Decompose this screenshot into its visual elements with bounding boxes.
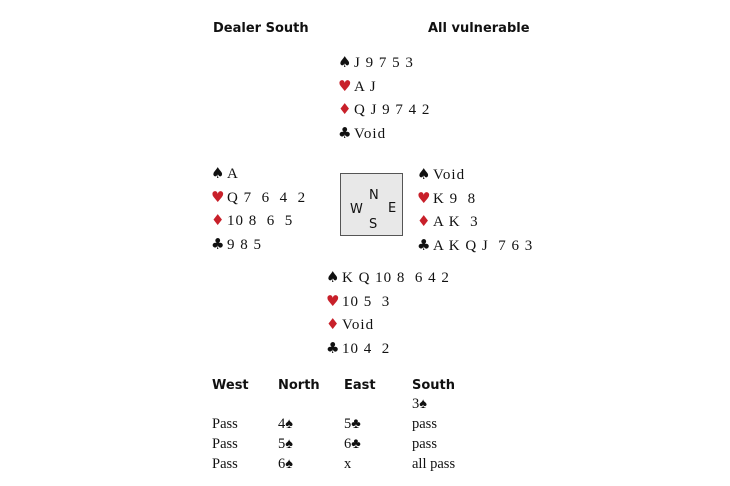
compass-south: S (369, 217, 378, 232)
west-hearts-row: ♥Q 7 6 4 2 (211, 186, 306, 210)
south-diamonds-row: ♦Void (326, 313, 450, 337)
auction-bid: 6♠ (278, 456, 293, 472)
south-hearts-row: ♥10 5 3 (326, 290, 450, 314)
north-diamonds-row: ♦Q J 9 7 4 2 (338, 98, 430, 122)
vulnerability-label: All vulnerable (428, 21, 530, 36)
heart-icon: ♥ (326, 291, 341, 310)
east-diamonds-row: ♦A K 3 (417, 210, 533, 234)
auction-bid: pass (412, 416, 437, 432)
north-spades-row: ♠J 9 7 5 3 (338, 51, 430, 75)
compass-box: N W E S (340, 173, 403, 236)
west-spades-row: ♠A (211, 162, 306, 186)
east-hearts-cards: K 9 8 (433, 190, 477, 207)
auction-bid: 3♠ (412, 396, 427, 412)
west-hand: ♠A♥Q 7 6 4 2♦10 8 6 5♣9 8 5 (211, 162, 306, 256)
auction-bid: all pass (412, 456, 456, 472)
auction-bid: Pass (212, 456, 238, 472)
south-diamonds-cards: Void (342, 317, 375, 333)
auction-bid: Pass (212, 416, 238, 432)
auction-header-west: West (212, 378, 249, 393)
spade-icon: ♠ (338, 53, 353, 71)
south-clubs-row: ♣10 4 2 (326, 337, 450, 361)
east-spades-row: ♠Void (417, 163, 533, 187)
north-hearts-row: ♥A J (338, 75, 430, 99)
north-hearts-cards: A J (354, 78, 377, 95)
west-diamonds-row: ♦10 8 6 5 (211, 209, 306, 233)
west-clubs-cards: 9 8 5 (227, 236, 262, 253)
auction-header-east: East (344, 378, 376, 393)
diamond-icon: ♦ (326, 315, 341, 333)
auction-bid: 5♠ (278, 436, 293, 452)
east-hand: ♠Void♥K 9 8♦A K 3♣A K Q J 7 6 3 (417, 163, 533, 257)
west-diamonds-cards: 10 8 6 5 (227, 213, 294, 229)
dealer-label: Dealer South (213, 21, 309, 36)
south-hand: ♠K Q 10 8 6 4 2♥10 5 3♦Void♣10 4 2 (326, 266, 450, 360)
diamond-icon: ♦ (417, 212, 432, 230)
auction-header-south: South (412, 378, 456, 393)
east-diamonds-cards: A K 3 (433, 214, 479, 230)
south-hearts-cards: 10 5 3 (342, 293, 391, 310)
compass-east: E (388, 201, 397, 216)
north-spades-cards: J 9 7 5 3 (354, 55, 414, 71)
auction-bid: pass (412, 436, 437, 452)
heart-icon: ♥ (211, 187, 226, 206)
auction-bid: 6♣ (344, 436, 361, 452)
compass-west: W (350, 202, 363, 217)
east-clubs-cards: A K Q J 7 6 3 (433, 237, 534, 254)
auction-bid: 5♣ (344, 416, 361, 432)
spade-icon: ♠ (211, 164, 226, 182)
spade-icon: ♠ (417, 165, 432, 183)
diamond-icon: ♦ (211, 211, 226, 229)
north-hand: ♠J 9 7 5 3♥A J♦Q J 9 7 4 2♣Void (338, 51, 430, 145)
club-icon: ♣ (417, 235, 432, 254)
south-spades-cards: K Q 10 8 6 4 2 (342, 270, 450, 286)
south-clubs-cards: 10 4 2 (342, 340, 391, 357)
north-clubs-row: ♣Void (338, 122, 430, 146)
east-spades-cards: Void (433, 167, 466, 183)
club-icon: ♣ (338, 123, 353, 142)
spade-icon: ♠ (326, 268, 341, 286)
diamond-icon: ♦ (338, 100, 353, 118)
north-clubs-cards: Void (354, 125, 387, 142)
club-icon: ♣ (326, 338, 341, 357)
auction-bid: 4♠ (278, 416, 293, 432)
south-spades-row: ♠K Q 10 8 6 4 2 (326, 266, 450, 290)
auction-bid: x (344, 456, 352, 472)
heart-icon: ♥ (417, 188, 432, 207)
north-diamonds-cards: Q J 9 7 4 2 (354, 102, 431, 118)
club-icon: ♣ (211, 234, 226, 253)
compass-north: N (369, 188, 379, 203)
west-spades-cards: A (227, 166, 239, 182)
west-hearts-cards: Q 7 6 4 2 (227, 189, 307, 206)
auction-bid: Pass (212, 436, 238, 452)
west-clubs-row: ♣9 8 5 (211, 233, 306, 257)
auction-header-north: North (278, 378, 320, 393)
east-hearts-row: ♥K 9 8 (417, 187, 533, 211)
east-clubs-row: ♣A K Q J 7 6 3 (417, 234, 533, 258)
heart-icon: ♥ (338, 76, 353, 95)
